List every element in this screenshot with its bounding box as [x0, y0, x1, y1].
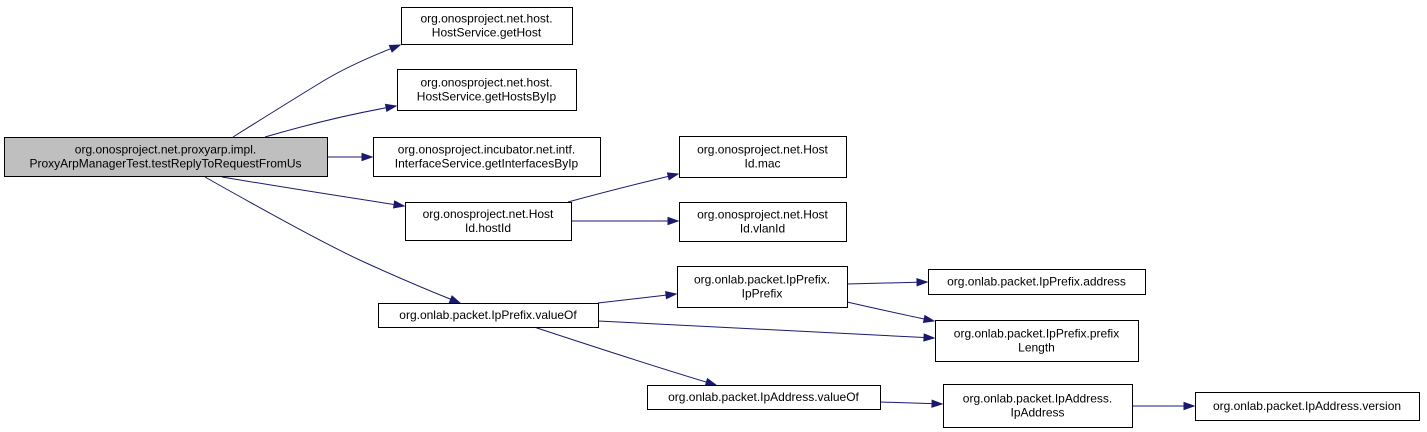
edge-root-to-prefixValueOf: [204, 176, 451, 300]
node-label-getInterfacesByIp-line-1: org.onosproject.incubator.net.intf.: [398, 143, 575, 157]
node-box-hostId[interactable]: [405, 202, 572, 241]
node-label-hostId-line-1: org.onosproject.net.Host: [423, 207, 554, 221]
edge-root-to-getHostsByIp: [264, 107, 387, 138]
arrowhead-root-to-getHostsByIp: [384, 103, 398, 113]
node-box-ipPrefixCtor[interactable]: [677, 266, 848, 308]
arrowhead-root-to-prefixValueOf: [448, 295, 462, 304]
node-label-addressValueOf-line-1: org.onlab.packet.IpAddress.valueOf: [668, 390, 859, 404]
arrowhead-root-to-getInterfacesByIp: [361, 152, 374, 162]
node-label-getHost-line-1: org.onosproject.net.host.: [420, 12, 552, 26]
node-label-hostId-line-2: Id.hostId: [465, 221, 511, 235]
node-box-prefixAddress[interactable]: [928, 269, 1146, 295]
arrowhead-root-to-getHost: [388, 44, 402, 53]
node-box-mac[interactable]: [679, 136, 847, 178]
node-label-prefixAddress-line-1: org.onlab.packet.IpPrefix.address: [947, 275, 1126, 289]
node-box-ipAddressCtor[interactable]: [943, 384, 1133, 428]
node-label-getHostsByIp-line-1: org.onosproject.net.host.: [420, 76, 552, 90]
edge-ipPrefixCtor-to-prefixLength: [846, 301, 925, 320]
node-box-root[interactable]: [4, 137, 328, 177]
node-label-ipAddressCtor-line-1: org.onlab.packet.IpAddress.: [963, 392, 1112, 406]
edge-prefixValueOf-to-prefixLength: [597, 320, 925, 338]
node-addressValueOf[interactable]: org.onlab.packet.IpAddress.valueOf: [647, 385, 881, 410]
node-label-vlanId-line-1: org.onosproject.net.Host: [697, 208, 828, 222]
node-box-vlanId[interactable]: [679, 202, 847, 242]
node-getHost[interactable]: org.onosproject.net.host.HostService.get…: [401, 7, 573, 45]
node-label-getHostsByIp-line-2: HostService.getHostsByIp: [417, 90, 557, 104]
node-box-addressValueOf[interactable]: [647, 385, 881, 410]
arrowhead-prefixValueOf-to-ipPrefixCtor: [665, 291, 678, 300]
node-label-getHost-line-2: HostService.getHost: [432, 26, 542, 40]
node-label-prefixLength-line-2: Length: [1018, 341, 1055, 355]
edge-prefixValueOf-to-ipPrefixCtor: [597, 294, 667, 304]
node-root[interactable]: org.onosproject.net.proxyarp.impl.ProxyA…: [4, 137, 328, 177]
node-version[interactable]: org.onlab.packet.IpAddress.version: [1195, 392, 1420, 421]
node-label-vlanId-line-2: Id.vlanId: [740, 222, 785, 236]
node-box-getInterfacesByIp[interactable]: [373, 137, 601, 177]
node-label-ipAddressCtor-line-2: IpAddress: [1010, 406, 1064, 420]
edges-layer: [204, 44, 1196, 411]
arrowhead-ipPrefixCtor-to-prefixLength: [922, 314, 936, 324]
edge-addressValueOf-to-ipAddressCtor: [879, 401, 933, 405]
arrowhead-prefixValueOf-to-addressValueOf: [704, 377, 718, 386]
arrowhead-root-to-hostId: [392, 200, 406, 209]
node-ipAddressCtor[interactable]: org.onlab.packet.IpAddress.IpAddress: [943, 384, 1133, 428]
arrowhead-prefixValueOf-to-prefixLength: [923, 333, 936, 342]
arrowhead-hostId-to-vlanId: [667, 216, 680, 226]
node-ipPrefixCtor[interactable]: org.onlab.packet.IpPrefix.IpPrefix: [677, 266, 848, 308]
arrowhead-ipPrefixCtor-to-prefixAddress: [916, 278, 929, 287]
node-label-prefixLength-line-1: org.onlab.packet.IpPrefix.prefix: [954, 327, 1119, 341]
node-box-prefixLength[interactable]: [935, 320, 1139, 362]
nodes-layer: org.onosproject.net.proxyarp.impl.ProxyA…: [4, 7, 1420, 428]
edge-prefixValueOf-to-addressValueOf: [533, 326, 707, 383]
node-label-version-line-1: org.onlab.packet.IpAddress.version: [1213, 399, 1401, 413]
node-box-version[interactable]: [1195, 392, 1420, 421]
node-label-root-line-2: ProxyArpManagerTest.testReplyToRequestFr…: [29, 157, 301, 171]
node-label-ipPrefixCtor-line-1: org.onlab.packet.IpPrefix.: [694, 273, 830, 287]
node-prefixAddress[interactable]: org.onlab.packet.IpPrefix.address: [928, 269, 1146, 295]
node-prefixValueOf[interactable]: org.onlab.packet.IpPrefix.valueOf: [378, 303, 599, 328]
node-label-ipPrefixCtor-line-2: IpPrefix: [742, 287, 783, 301]
arrowhead-ipAddressCtor-to-version: [1183, 401, 1196, 411]
node-label-mac-line-1: org.onosproject.net.Host: [697, 143, 828, 157]
node-box-getHostsByIp[interactable]: [397, 69, 577, 111]
node-box-prefixValueOf[interactable]: [378, 303, 599, 328]
edge-ipPrefixCtor-to-prefixAddress: [846, 281, 918, 285]
node-label-getInterfacesByIp-line-2: InterfaceService.getInterfacesByIp: [395, 157, 579, 171]
node-box-getHost[interactable]: [401, 7, 573, 45]
edge-root-to-getHost: [232, 48, 391, 138]
edge-root-to-hostId: [221, 176, 395, 205]
node-label-prefixValueOf-line-1: org.onlab.packet.IpPrefix.valueOf: [399, 308, 577, 322]
node-getHostsByIp[interactable]: org.onosproject.net.host.HostService.get…: [397, 69, 577, 111]
node-label-mac-line-2: Id.mac: [744, 157, 780, 171]
arrowhead-hostId-to-mac: [666, 172, 680, 181]
edge-hostId-to-mac: [567, 175, 669, 203]
arrowhead-addressValueOf-to-ipAddressCtor: [931, 399, 944, 408]
node-getInterfacesByIp[interactable]: org.onosproject.incubator.net.intf.Inter…: [373, 137, 601, 177]
node-label-root-line-1: org.onosproject.net.proxyarp.impl.: [75, 143, 256, 157]
